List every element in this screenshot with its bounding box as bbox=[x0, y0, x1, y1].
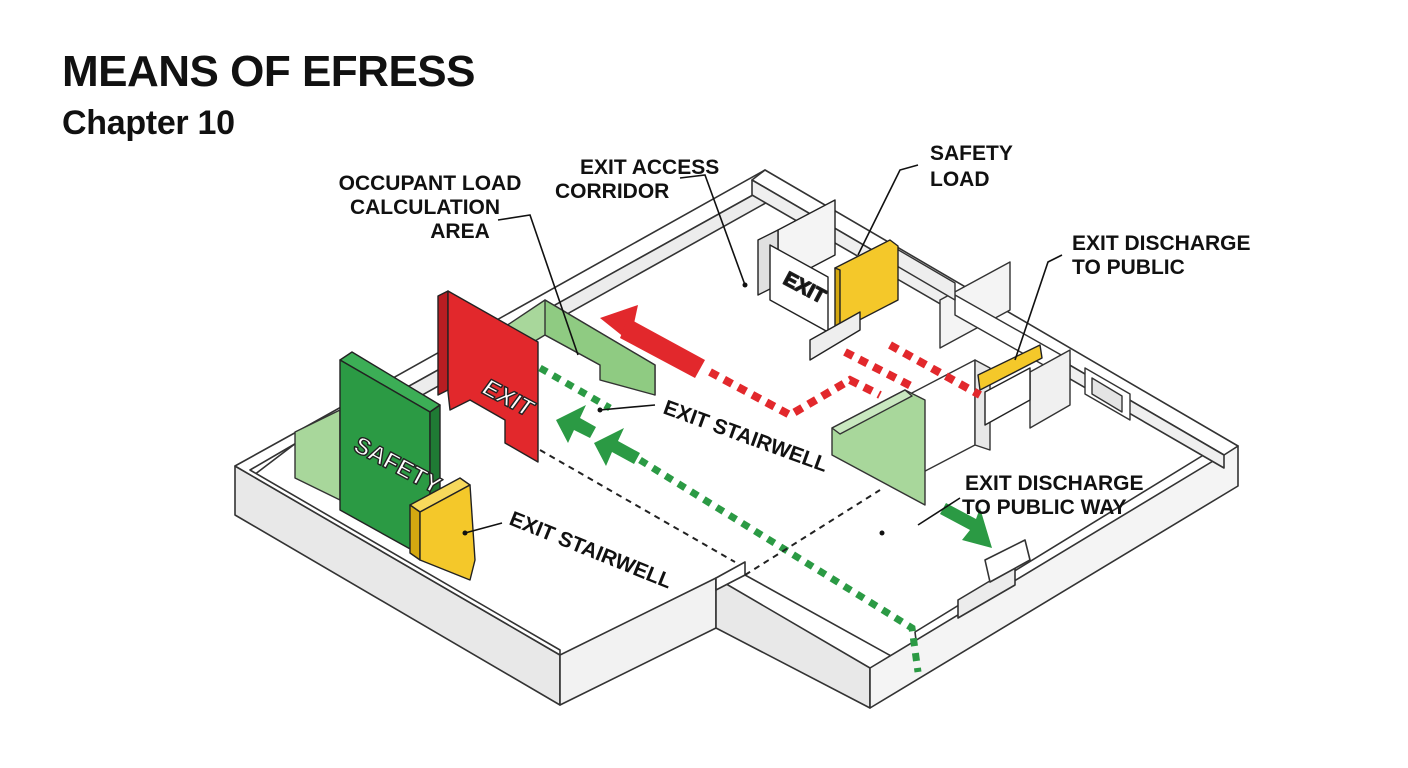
green-arrow-1 bbox=[556, 405, 596, 443]
dot-stairwell-center bbox=[597, 407, 603, 413]
label-safety-load-2: LOAD bbox=[930, 168, 990, 191]
green-dashed-path-1 bbox=[538, 364, 612, 412]
diagram-title: MEANS OF EFRESS bbox=[62, 47, 476, 96]
white-divider bbox=[809, 311, 861, 361]
red-panel-side bbox=[437, 290, 449, 396]
black-dashed-lines bbox=[539, 449, 881, 576]
red-dashed-path-3 bbox=[888, 341, 982, 399]
dot-discharge-way bbox=[879, 530, 885, 536]
label-exit-discharge-public-2: TO PUBLIC bbox=[1072, 256, 1185, 279]
label-exit-access-2: CORRIDOR bbox=[555, 180, 669, 203]
light-green-wall-face bbox=[544, 299, 656, 396]
label-safety-load-1: SAFETY bbox=[930, 142, 1013, 165]
yellow-panels bbox=[409, 239, 1043, 581]
leader-occupant bbox=[497, 214, 579, 356]
yellow-panel-right bbox=[977, 344, 1043, 391]
red-dashed-path-2 bbox=[843, 348, 917, 392]
leader-safety bbox=[857, 164, 919, 256]
leader-stairwell-left bbox=[464, 522, 503, 534]
green-safety-tower: SAFETY bbox=[339, 351, 446, 561]
label-exit-discharge-way-2: TO PUBLIC WAY bbox=[962, 496, 1127, 519]
red-exit-panel: EXIT bbox=[437, 290, 540, 463]
red-route bbox=[708, 341, 982, 420]
label-exit-discharge-way-1: EXIT DISCHARGE bbox=[965, 472, 1144, 495]
green-arrow-3 bbox=[940, 503, 992, 548]
leader-stairwell-center bbox=[599, 404, 656, 411]
room-window-inner bbox=[1091, 377, 1123, 413]
room-wall-3 bbox=[1029, 349, 1071, 429]
green-route bbox=[538, 364, 922, 673]
yellow-panel-left-face bbox=[419, 484, 476, 581]
green-dashed-path-2 bbox=[638, 457, 922, 673]
leader-lines bbox=[464, 164, 1063, 534]
leader-dots bbox=[462, 282, 885, 536]
yellow-panel-right-2 bbox=[984, 367, 1031, 426]
red-arrow bbox=[600, 305, 705, 378]
red-dashed-path-1 bbox=[708, 368, 882, 420]
black-dashed-path-2 bbox=[744, 489, 881, 576]
wall-right-door-2 bbox=[984, 539, 1031, 583]
diagram-subtitle: Chapter 10 bbox=[62, 104, 235, 142]
green-walls bbox=[294, 299, 926, 506]
header: MEANS OF EFRESS Chapter 10 bbox=[62, 47, 476, 142]
green-arrow-2 bbox=[594, 428, 640, 466]
red-arrow-body bbox=[620, 318, 705, 378]
black-dashed-path-1 bbox=[539, 449, 736, 563]
label-exit-discharge-public-1: EXIT DISCHARGE bbox=[1072, 232, 1251, 255]
yellow-panel-left bbox=[409, 504, 421, 561]
light-green-right-top bbox=[831, 389, 913, 435]
label-exit-access-1: EXIT ACCESS bbox=[580, 156, 719, 179]
dot-corridor bbox=[742, 282, 748, 288]
leader-discharge-way bbox=[917, 497, 961, 526]
label-occupant-load-1: OCCUPANT LOAD bbox=[339, 172, 522, 195]
label-occupant-load-3: AREA bbox=[430, 220, 490, 243]
yellow-panel-top-side bbox=[834, 267, 841, 331]
leader-corridor bbox=[679, 174, 746, 286]
interior-rooms bbox=[889, 244, 1131, 481]
red-panel-face bbox=[447, 290, 539, 463]
label-occupant-load-2: CALCULATION bbox=[350, 196, 500, 219]
leader-discharge bbox=[1014, 254, 1063, 361]
dot-stairwell-left bbox=[462, 530, 468, 536]
wall-front-right bbox=[869, 445, 1239, 709]
room-wall-1 bbox=[939, 261, 1011, 349]
white-exit-sign: EXIT bbox=[757, 199, 861, 361]
green-arrows bbox=[556, 405, 992, 548]
